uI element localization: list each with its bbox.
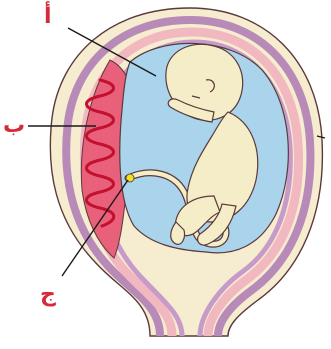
label-c: ج xyxy=(40,284,56,306)
label-b: ب xyxy=(3,115,25,137)
label-a: أ xyxy=(44,6,52,28)
